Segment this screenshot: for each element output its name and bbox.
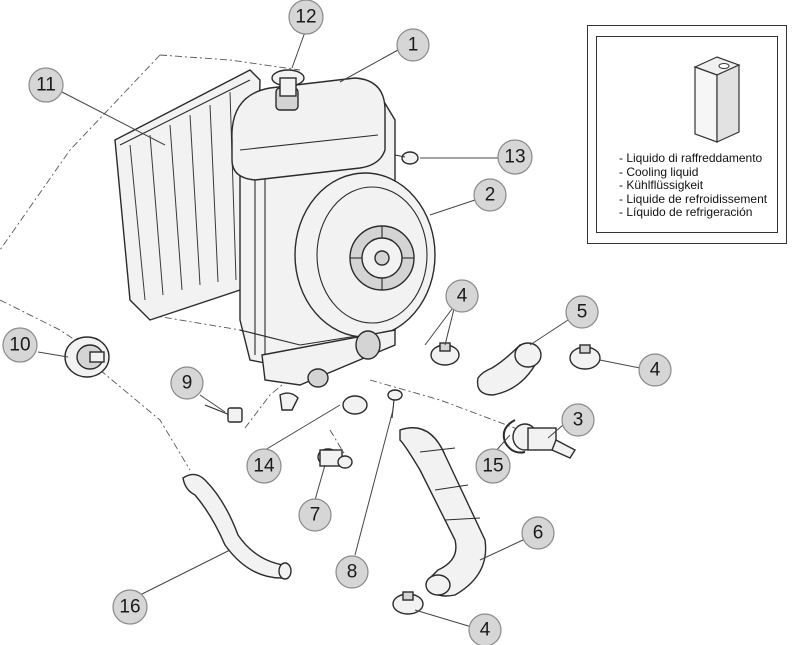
callout-12: 12 [288, 0, 324, 35]
callout-1: 1 [396, 28, 430, 62]
callout-15: 15 [475, 448, 511, 484]
expansion-tank [231, 77, 386, 181]
callout-label: 8 [347, 562, 358, 583]
screw [387, 389, 403, 419]
callout-13: 13 [497, 139, 533, 175]
circlip [502, 419, 526, 454]
callout-8: 8 [335, 555, 369, 589]
radiator-cap [64, 336, 110, 378]
callout-label: 3 [573, 410, 584, 431]
legend-item: Líquido de refrigeración [619, 205, 767, 220]
callout-label: 1 [408, 35, 419, 56]
callout-label: 4 [650, 360, 661, 381]
long-hose [399, 427, 487, 597]
filler-cap [271, 69, 305, 97]
mounting-bolt [204, 404, 243, 423]
callout-label: 10 [9, 335, 30, 356]
legend-item: Kühlflüssigkeit [619, 178, 767, 193]
legend-item: Cooling liquid [619, 165, 767, 180]
callout-label: 7 [310, 505, 321, 526]
callout-11: 11 [28, 67, 64, 103]
legend-item: Liquide de refroidissement [619, 192, 767, 207]
fan-shroud [114, 69, 261, 321]
callout-label: 5 [577, 302, 588, 323]
callout-7: 7 [298, 498, 332, 532]
cooling-fan [294, 172, 436, 338]
thermostat-fitting [512, 423, 576, 459]
callout-label: 9 [182, 373, 193, 394]
callout-label: 13 [504, 147, 525, 168]
callout-4-right: 4 [638, 353, 672, 387]
callout-6: 6 [521, 516, 555, 550]
leader-lines [37, 31, 641, 629]
callout-label: 14 [253, 456, 275, 477]
rubber-bush [317, 448, 353, 469]
hose-clamps [342, 342, 601, 615]
callout-label: 16 [119, 597, 140, 618]
callout-label: 4 [480, 620, 491, 641]
callout-5: 5 [565, 295, 599, 329]
callout-4-bottom: 4 [468, 613, 502, 645]
callout-label: 2 [485, 185, 496, 206]
overflow-hose [182, 473, 292, 580]
callout-9: 9 [170, 366, 204, 400]
callout-label: 15 [482, 456, 503, 477]
callout-label: 12 [295, 7, 316, 28]
callout-3: 3 [561, 403, 595, 437]
callout-10: 10 [2, 327, 38, 363]
coolant-container-icon [693, 56, 741, 143]
callout-2: 2 [473, 178, 507, 212]
top-screw [394, 151, 419, 165]
callout-16: 16 [112, 589, 148, 625]
legend-item: Liquido di raffreddamento [619, 151, 767, 166]
callout-label: 6 [533, 523, 544, 544]
callout-label: 4 [457, 286, 468, 307]
legend-list: Liquido di raffreddamento Cooling liquid… [619, 151, 767, 220]
legend-box: Liquido di raffreddamento Cooling liquid… [587, 25, 787, 244]
callout-4-top: 4 [445, 279, 479, 313]
short-hose [476, 342, 542, 396]
callout-label: 11 [36, 75, 56, 96]
legend-inner-frame: Liquido di raffreddamento Cooling liquid… [596, 36, 778, 233]
callout-14: 14 [246, 448, 282, 484]
lower-tank [261, 329, 396, 411]
